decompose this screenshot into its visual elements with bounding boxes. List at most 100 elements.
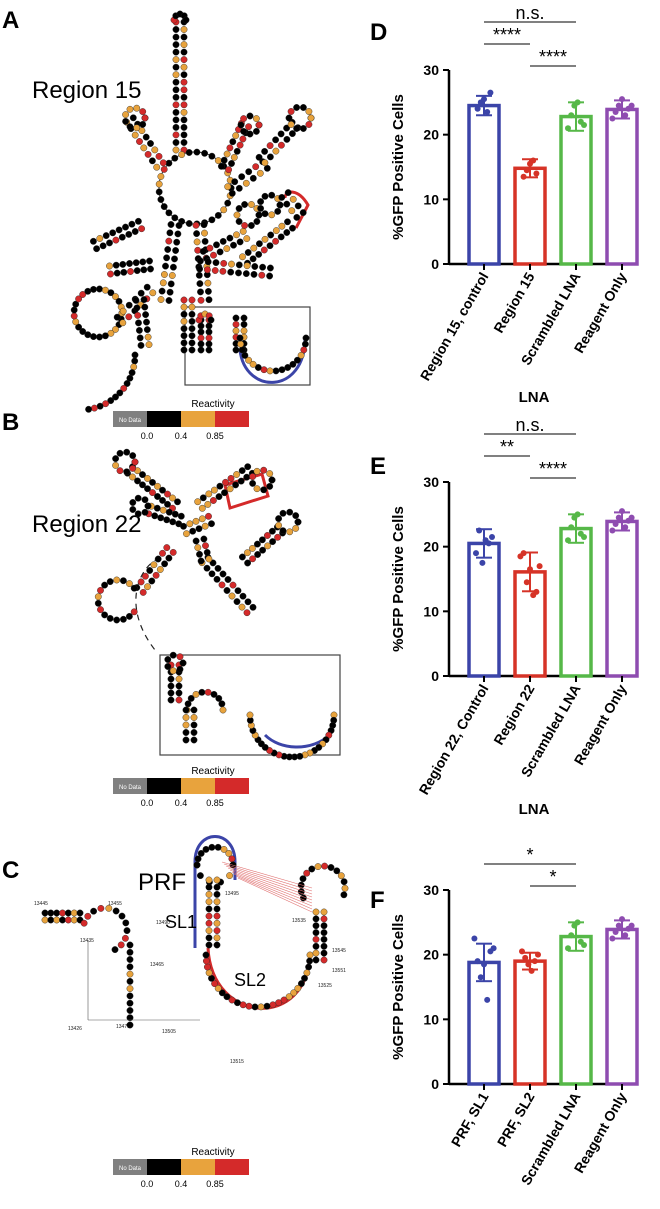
structure-a-nucleotide: [180, 124, 188, 131]
structure-c-nucleotide: [59, 916, 66, 924]
significance-label: n.s.: [515, 415, 544, 435]
structure-c-nucleotide: [320, 936, 328, 943]
structure-b-nucleotide: [203, 549, 211, 556]
structure-a-nucleotide: [159, 159, 167, 167]
structure-a-nucleotide: [163, 254, 171, 262]
bar: [513, 166, 547, 266]
structure-a-nucleotide: [151, 146, 159, 154]
structure-b-nucleotide: [125, 580, 133, 587]
structure-a-nucleotide: [266, 272, 273, 280]
structure-c-nucleotide: [126, 956, 134, 963]
structure-a-nucleotide: [266, 242, 274, 250]
panel-letter-f: F: [370, 887, 385, 914]
structure-b-nucleotide: [141, 572, 149, 580]
structure-a-nucleotide: [75, 323, 83, 331]
structure-a-nucleotide: [140, 144, 148, 152]
structure-b-nucleotide: [194, 498, 202, 506]
structure-b-nucleotide: [216, 482, 224, 490]
nucleotide-position-label: 13435: [80, 938, 94, 944]
structure-a-nucleotide: [247, 222, 255, 229]
structure-b-nucleotide: [169, 549, 177, 556]
structure-a-nucleotide: [223, 150, 231, 158]
structure-b-nucleotide: [229, 581, 237, 589]
structure-a-nucleotide: [223, 245, 231, 253]
structure-a-nucleotide: [287, 121, 295, 128]
bar: [467, 103, 501, 266]
structure-b-nucleotide: [164, 663, 172, 670]
structure-b-nucleotide: [234, 587, 242, 595]
structure-a-nucleotide: [165, 209, 173, 217]
structure-a-nucleotide: [139, 258, 147, 266]
structure-a-nucleotide: [139, 108, 147, 116]
structure-a-nucleotide: [205, 334, 213, 342]
structure-a-nucleotide: [230, 153, 238, 161]
structure-a-nucleotide: [172, 56, 180, 63]
structure-b-nucleotide: [169, 494, 176, 502]
structure-b-nucleotide: [213, 575, 221, 583]
structure-b-nucleotide: [239, 592, 247, 600]
structure-c-nucleotide: [213, 934, 221, 942]
structure-a-nucleotide: [166, 229, 174, 237]
legend-tick-label: 0.85: [206, 431, 224, 441]
data-point: [609, 527, 616, 534]
structure-a-nucleotide: [200, 221, 208, 229]
structure-a-nucleotide: [126, 105, 134, 113]
structure-a-nucleotide: [107, 270, 114, 278]
data-point: [476, 527, 483, 534]
structure-a-nucleotide: [118, 233, 126, 241]
legend-tick-label: 0.4: [175, 431, 188, 441]
structure-a-nucleotide: [214, 211, 222, 219]
structure-b-nucleotide: [203, 564, 211, 572]
structure-a-nucleotide: [96, 285, 103, 293]
data-point: [619, 96, 625, 103]
bar: [605, 107, 639, 266]
structure-a-nucleotide: [116, 389, 124, 397]
structure-a-nucleotide: [232, 132, 240, 140]
structure-b-nucleotide: [243, 609, 251, 617]
structure-a-nucleotide: [84, 287, 92, 295]
structure-a-nucleotide: [217, 162, 225, 170]
structure-b-nucleotide: [269, 538, 276, 545]
interaction-line: [227, 867, 313, 898]
structure-c-nucleotide: [202, 846, 210, 853]
data-point: [519, 948, 525, 955]
structure-a-nucleotide: [284, 364, 292, 371]
structure-a-title: Region 15: [32, 77, 141, 104]
structure-b-nucleotide: [210, 691, 218, 698]
structure-a-nucleotide: [302, 334, 310, 342]
structure-a-nucleotide: [199, 247, 207, 255]
structure-a-nucleotide: [272, 136, 279, 144]
structure-a-nucleotide: [155, 188, 163, 196]
structure-b-nucleotide: [218, 700, 226, 708]
structure-a-nucleotide: [139, 121, 147, 128]
structure-c-nucleotide: [205, 876, 213, 884]
data-point: [531, 958, 538, 965]
structure-a-nucleotide: [233, 231, 240, 239]
structure-a-nucleotide: [237, 121, 245, 129]
legend-tick-label: 0.0: [141, 1179, 154, 1189]
bar: [605, 519, 639, 678]
nucleotide-position-label: 13535: [292, 918, 306, 924]
structure-a-nucleotide: [159, 279, 167, 287]
structure-a-nucleotide: [204, 287, 212, 295]
structure-a-nucleotide: [172, 131, 180, 139]
nucleotide-position-label: 13525: [318, 983, 332, 989]
structure-a-nucleotide: [272, 227, 280, 235]
structure-a-nucleotide: [224, 199, 232, 207]
structure-a-nucleotide: [180, 131, 188, 139]
data-point: [581, 533, 587, 540]
nucleotide-position-label: 13490: [156, 920, 170, 926]
data-point: [490, 945, 497, 952]
data-point: [574, 99, 581, 106]
structure-a-nucleotide: [193, 238, 201, 246]
structure-a-nucleotide: [172, 33, 180, 41]
structure-a-nucleotide: [155, 180, 163, 188]
structure-b-nucleotide: [194, 544, 202, 551]
data-point: [565, 125, 571, 132]
structure-a-nucleotide: [107, 397, 115, 404]
structure-a-nucleotide: [201, 229, 208, 237]
structure-a-nucleotide: [169, 263, 177, 271]
structure-a-nucleotide: [172, 48, 180, 56]
structure-a-nucleotide: [220, 156, 228, 164]
